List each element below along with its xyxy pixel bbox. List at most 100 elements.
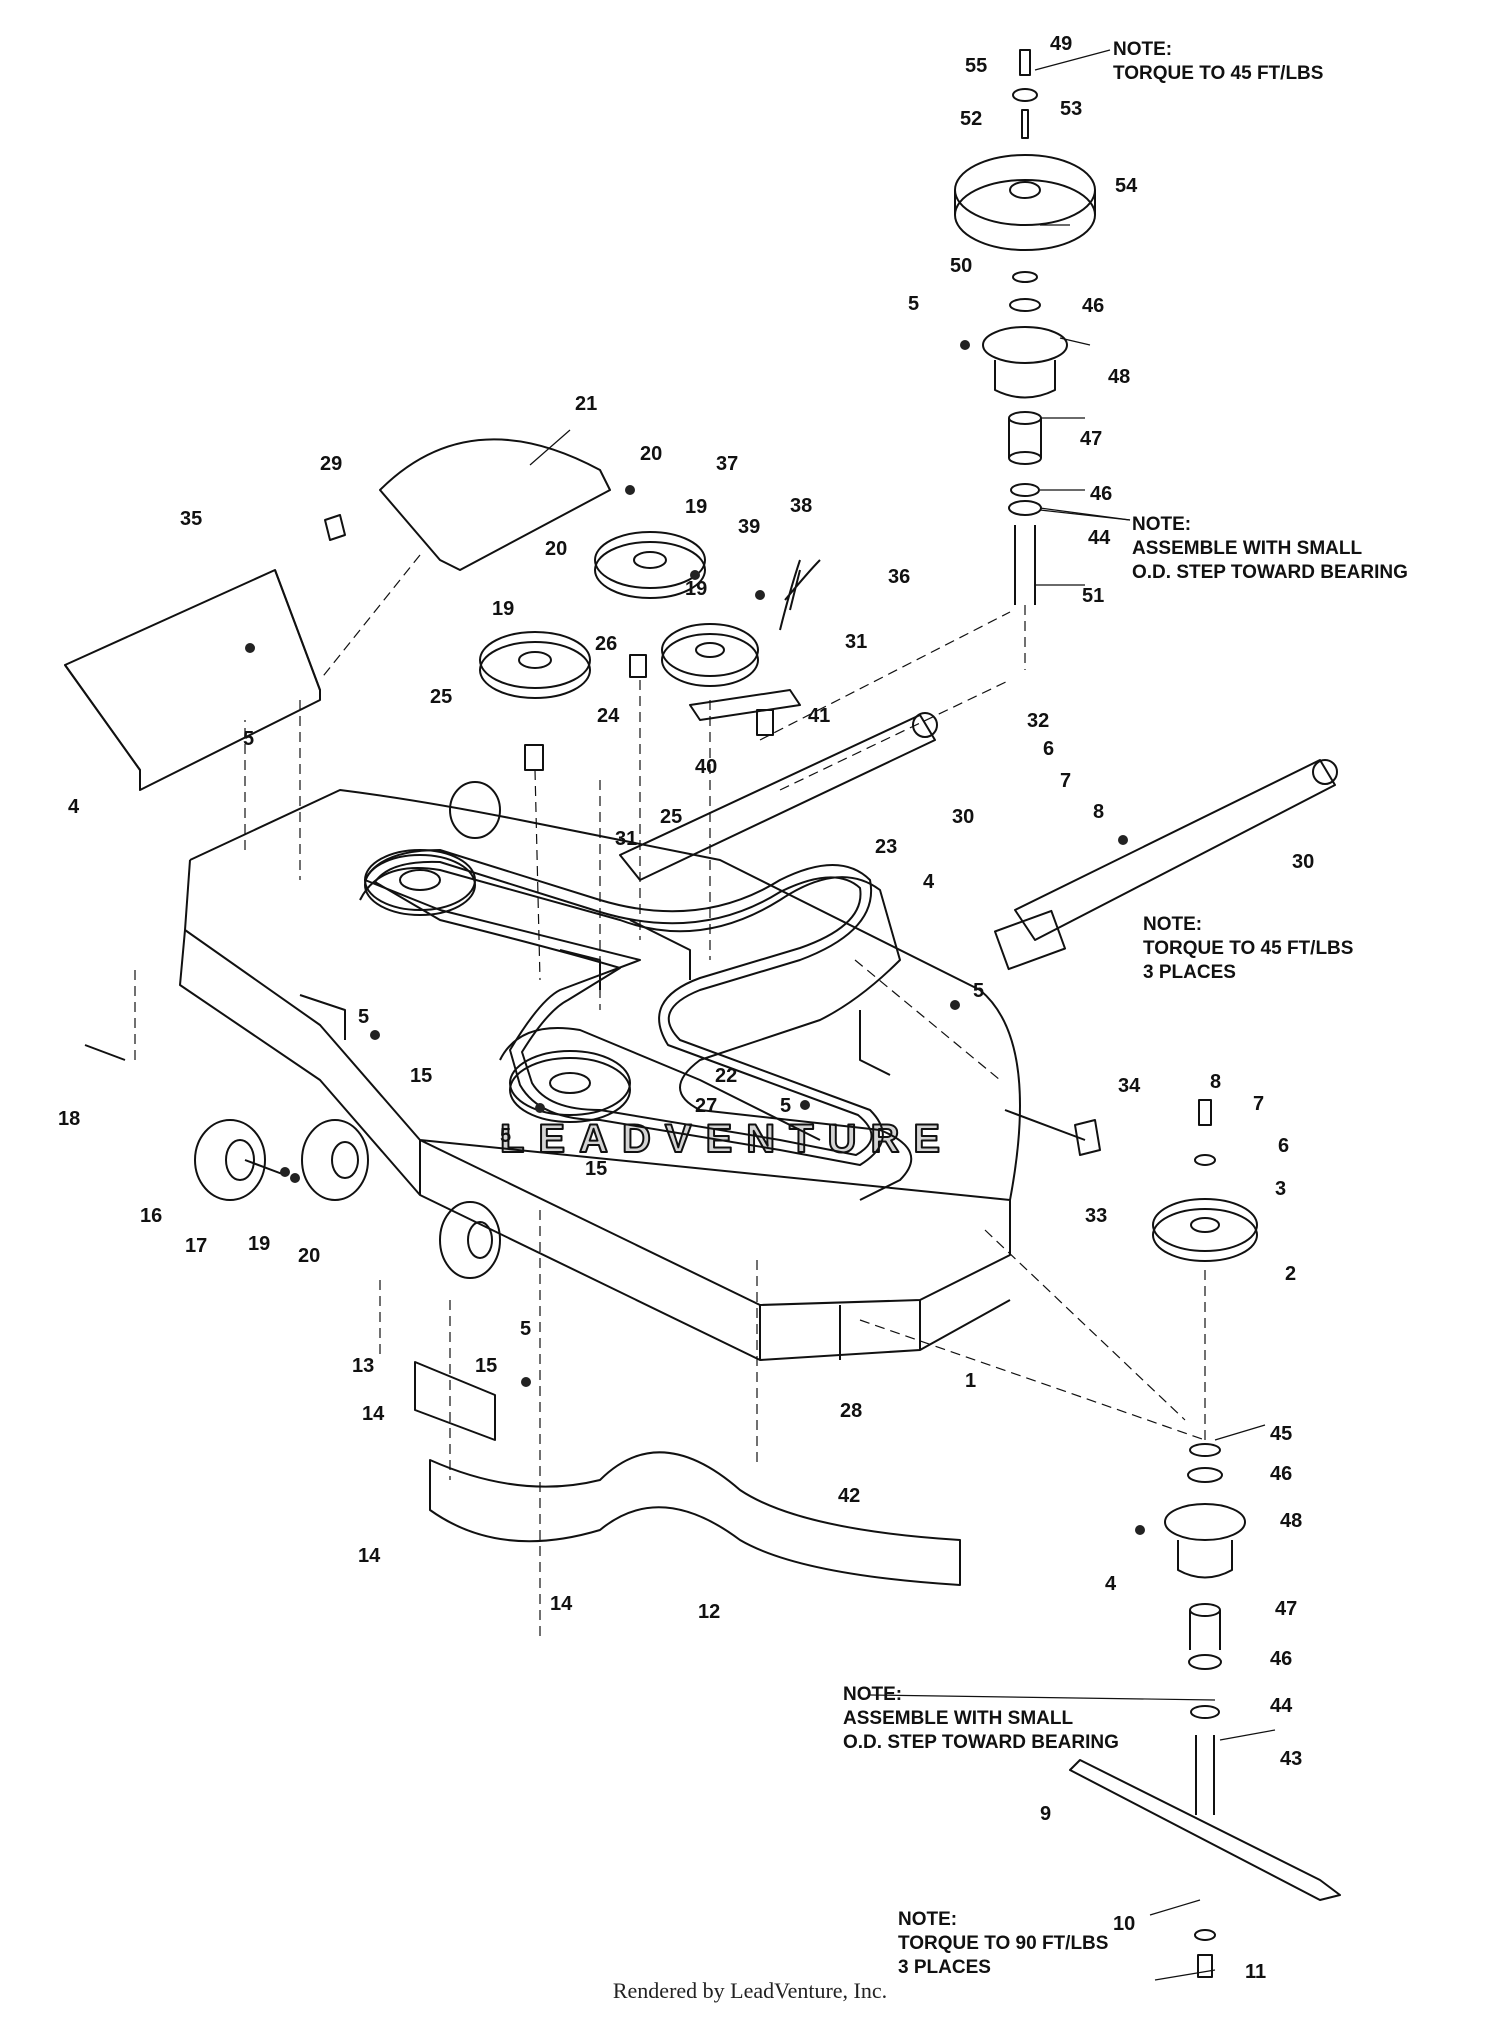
part-label: 51 <box>1082 585 1104 607</box>
belt-cover <box>64 569 321 791</box>
part-label: 53 <box>1060 98 1082 120</box>
idler-pulley-26 <box>594 531 706 678</box>
part-label: 7 <box>1253 1093 1264 1115</box>
svg-text:O.D. STEP TOWARD BEARING: O.D. STEP TOWARD BEARING <box>1132 562 1408 583</box>
part-label: 48 <box>1108 366 1130 388</box>
deck-belt <box>364 849 884 1166</box>
part-label: 9 <box>1040 1803 1051 1825</box>
svg-text:ASSEMBLE WITH SMALL: ASSEMBLE WITH SMALL <box>843 1708 1073 1729</box>
assembly-lines <box>134 554 1206 1640</box>
part-label: 33 <box>1085 1205 1107 1227</box>
part-label: 37 <box>716 453 738 475</box>
deck-pulley-center <box>509 1050 631 1123</box>
svg-text:NOTE:: NOTE: <box>843 1684 902 1705</box>
note-assemble-lower: NOTE: ASSEMBLE WITH SMALL O.D. STEP TOWA… <box>843 1684 1119 1753</box>
part-label: 49 <box>1050 33 1072 55</box>
part-label: 2 <box>1285 1263 1296 1285</box>
part-label: 41 <box>808 705 830 727</box>
idler-pulley-25-right <box>661 623 759 687</box>
svg-text:3 PLACES: 3 PLACES <box>898 1957 991 1978</box>
svg-text:TORQUE TO 45 FT/LBS: TORQUE TO 45 FT/LBS <box>1143 938 1353 959</box>
part-label: 5 <box>520 1318 531 1340</box>
part-label: 16 <box>140 1205 162 1227</box>
part-label: 26 <box>595 633 617 655</box>
svg-text:TORQUE TO 45 FT/LBS: TORQUE TO 45 FT/LBS <box>1113 63 1323 84</box>
caster-wheel-top <box>449 781 501 839</box>
svg-text:3 PLACES: 3 PLACES <box>1143 962 1236 983</box>
front-bumper <box>429 1451 961 1586</box>
part-label: 31 <box>845 631 867 653</box>
part-label: 24 <box>597 705 620 727</box>
idler-cover <box>379 438 611 571</box>
part-label: 42 <box>838 1485 860 1507</box>
part-label: 4 <box>1105 1573 1117 1595</box>
part-label: 14 <box>358 1545 381 1567</box>
note-assemble-upper: NOTE: ASSEMBLE WITH SMALL O.D. STEP TOWA… <box>1132 514 1408 583</box>
part-label: 5 <box>780 1095 791 1117</box>
part-label: 1 <box>965 1370 976 1392</box>
part-label: 21 <box>575 393 597 415</box>
cover-knob <box>324 514 346 541</box>
svg-text:TORQUE TO 90 FT/LBS: TORQUE TO 90 FT/LBS <box>898 1933 1108 1954</box>
caster-wheel-front <box>439 1201 501 1279</box>
part-label: 5 <box>500 1125 511 1147</box>
svg-text:NOTE:: NOTE: <box>898 1909 957 1930</box>
part-label: 19 <box>492 598 514 620</box>
part-label: 48 <box>1280 1510 1302 1532</box>
part-label: 35 <box>180 508 202 530</box>
spindle-pulley-2 <box>1152 1099 1258 1262</box>
part-label: 7 <box>1060 770 1071 792</box>
part-label: 28 <box>840 1400 862 1422</box>
part-label: 36 <box>888 566 910 588</box>
hardware-markers <box>245 340 1145 1535</box>
part-label: 8 <box>1210 1071 1221 1093</box>
pin-18 <box>84 1044 126 1061</box>
part-label: 5 <box>243 728 254 750</box>
part-label: 38 <box>790 495 812 517</box>
part-label: 14 <box>550 1593 573 1615</box>
part-label: 15 <box>410 1065 432 1087</box>
part-label: 19 <box>248 1233 270 1255</box>
part-label: 47 <box>1275 1598 1297 1620</box>
part-label: 13 <box>352 1355 374 1377</box>
svg-text:ASSEMBLE WITH SMALL: ASSEMBLE WITH SMALL <box>1132 538 1362 559</box>
part-label: 22 <box>715 1065 737 1087</box>
part-label: 55 <box>965 55 987 77</box>
part-label: 5 <box>908 293 919 315</box>
part-label: 6 <box>1278 1135 1289 1157</box>
deck-shell <box>179 789 1021 1361</box>
svg-text:O.D. STEP TOWARD BEARING: O.D. STEP TOWARD BEARING <box>843 1732 1119 1753</box>
part-label: 25 <box>430 686 452 708</box>
leader-lines <box>529 49 1276 1981</box>
part-label: 46 <box>1270 1648 1292 1670</box>
part-label: 20 <box>545 538 567 560</box>
part-label: 6 <box>1043 738 1054 760</box>
note-torque-upper: NOTE: TORQUE TO 45 FT/LBS <box>1113 39 1323 84</box>
part-label: 52 <box>960 108 982 130</box>
part-label: 54 <box>1115 175 1138 197</box>
deck-rod-33 <box>1004 1109 1101 1156</box>
part-label: 19 <box>685 496 707 518</box>
part-number-callouts: 49 55 53 52 54 50 46 5 48 47 46 44 51 21… <box>58 33 1314 1983</box>
upper-spindle-housing-48 <box>982 49 1068 605</box>
part-label: 3 <box>1275 1178 1286 1200</box>
part-label: 45 <box>1270 1423 1292 1445</box>
part-label: 30 <box>952 806 974 828</box>
idler-pulley-25-left <box>479 631 591 771</box>
footer-credit: Rendered by LeadVenture, Inc. <box>612 1978 888 2003</box>
blade-bolt <box>1194 1929 1216 1978</box>
part-label: 25 <box>660 806 682 828</box>
upper-spindle-pulley-54 <box>954 154 1096 251</box>
part-label: 30 <box>1292 851 1314 873</box>
part-label: 32 <box>1027 710 1049 732</box>
caster-wheel-rear <box>301 1119 369 1201</box>
part-label: 23 <box>875 836 897 858</box>
svg-text:NOTE:: NOTE: <box>1132 514 1191 535</box>
part-label: 31 <box>615 828 637 850</box>
part-label: 5 <box>973 980 984 1002</box>
part-label: 4 <box>923 871 935 893</box>
part-label: 17 <box>185 1235 207 1257</box>
part-label: 15 <box>475 1355 497 1377</box>
part-label: 12 <box>698 1601 720 1623</box>
